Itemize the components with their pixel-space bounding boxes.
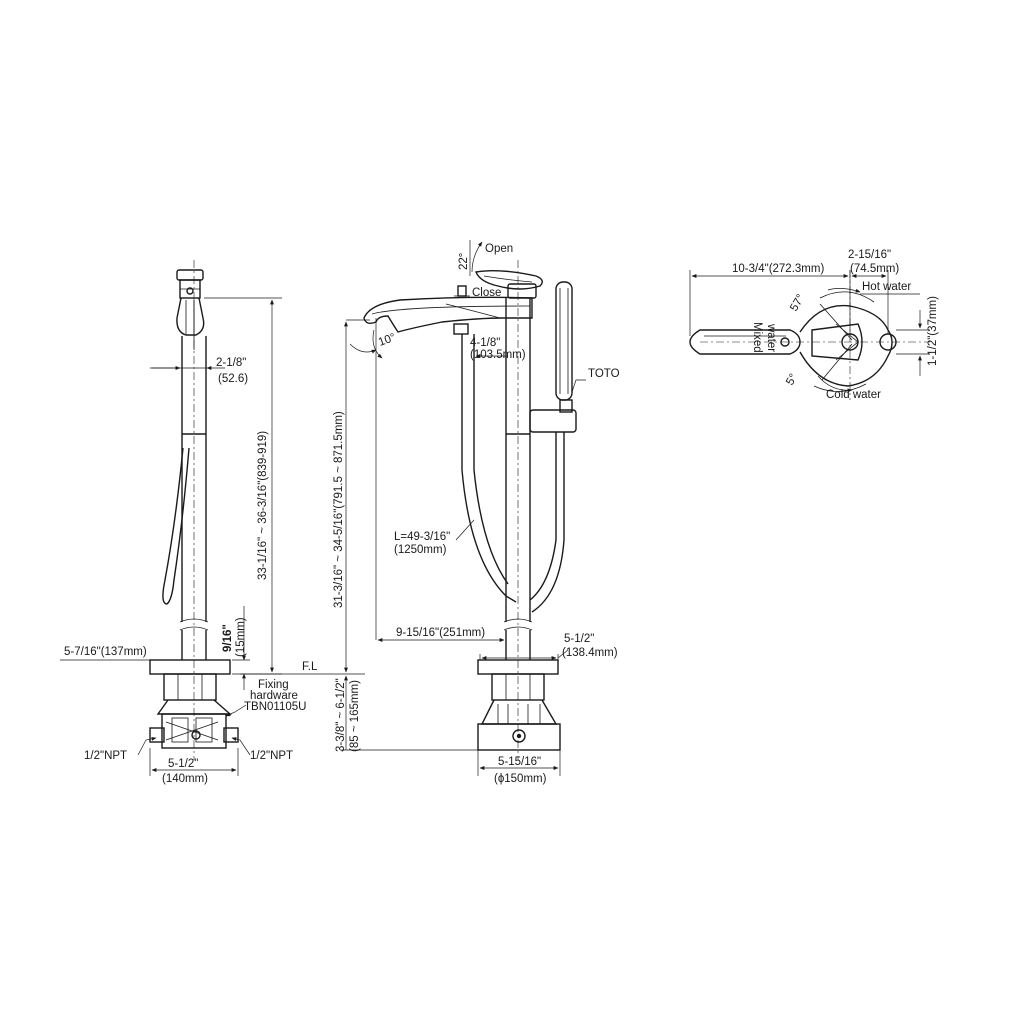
- side-view: 2-1/8" (52.6) 33-1/16" ~ 36-3/16"(839-91…: [60, 260, 365, 785]
- side-base-width-mm: (140mm): [162, 773, 208, 785]
- side-hose: [162, 447, 190, 605]
- top-hot-water: Hot water: [862, 281, 911, 293]
- side-dimensions: [60, 297, 365, 776]
- front-base: [477, 659, 561, 751]
- side-floor-line: F.L: [302, 661, 318, 673]
- top-overall-length: 10-3/4"(272.3mm): [732, 263, 824, 275]
- side-spout-offset-mm: (52.6): [218, 373, 248, 385]
- top-angle-small: 5°: [784, 372, 800, 388]
- top-dimensions: [689, 270, 930, 376]
- front-base-diameter-mm: (ϕ150mm): [494, 773, 547, 785]
- front-hand-shower: [529, 281, 577, 433]
- front-shower-offset: 4-1/8": [470, 337, 500, 349]
- front-flange-width-mm: (138.4mm): [562, 647, 618, 659]
- front-spout-reach: 9-15/16"(251mm): [396, 627, 485, 639]
- top-handle-width: 1-1/2"(37mm): [927, 296, 939, 366]
- side-npt-left: 1/2"NPT: [84, 750, 127, 762]
- side-fixing-line2: hardware: [250, 690, 298, 702]
- front-hose-length-mm: (1250mm): [394, 544, 447, 556]
- front-spout: [363, 296, 533, 335]
- top-spout: [799, 304, 897, 387]
- front-close-label: Close: [472, 287, 501, 299]
- front-view: 22° Open Close 10° 4-1/8" (103.5mm) TOTO…: [333, 240, 620, 785]
- side-base-width: 5-1/2": [168, 758, 198, 770]
- side-fixing-part: TBN01105U: [244, 701, 306, 713]
- front-base-diameter: 5-15/16": [498, 756, 541, 768]
- side-total-height: 33-1/16" ~ 36-3/16"(839-919): [257, 431, 269, 580]
- top-rotation-arcs: [813, 288, 875, 393]
- side-handle: [176, 269, 205, 336]
- front-column: [503, 298, 533, 660]
- front-angles: [349, 240, 483, 640]
- top-angle-hot: 57°: [788, 292, 807, 313]
- top-mixed-line1: Mixed: [751, 322, 763, 353]
- front-flange-width: 5-1/2": [564, 633, 594, 645]
- side-flange-thickness-mm: (15mm): [235, 617, 247, 657]
- side-spout-offset: 2-1/8": [216, 357, 246, 369]
- front-rough-in: 3-3/8" ~ 6-1/2": [335, 678, 347, 752]
- top-cold-water: Cold water: [826, 389, 881, 401]
- side-fixing-line1: Fixing: [258, 679, 289, 691]
- side-flange-width: 5-7/16"(137mm): [64, 646, 147, 658]
- front-dimensions: [340, 319, 586, 776]
- front-shower-offset-mm: (103.5mm): [470, 349, 526, 361]
- side-flange-thickness: 9/16": [222, 624, 234, 652]
- front-handle-angle: 22°: [458, 253, 470, 270]
- top-hot-offset: 2-15/16": [848, 249, 891, 261]
- front-spout-height: 31-3/16" ~ 34-5/16"(791.5 ~ 871.5mm): [333, 411, 345, 608]
- top-mixed-line2: water: [765, 323, 777, 352]
- top-hot-offset-mm: (74.5mm): [850, 263, 899, 275]
- front-open-label: Open: [485, 243, 513, 255]
- front-spout-angle: 10°: [377, 332, 397, 349]
- top-view: 10-3/4"(272.3mm) 2-15/16" (74.5mm) Hot w…: [689, 249, 939, 401]
- front-rough-in-mm: (85 ~ 165mm): [349, 680, 361, 752]
- front-brand: TOTO: [588, 368, 620, 380]
- front-hose-length: L=49-3/16": [394, 531, 450, 543]
- front-hose: [461, 334, 517, 603]
- side-npt-right: 1/2"NPT: [250, 750, 293, 762]
